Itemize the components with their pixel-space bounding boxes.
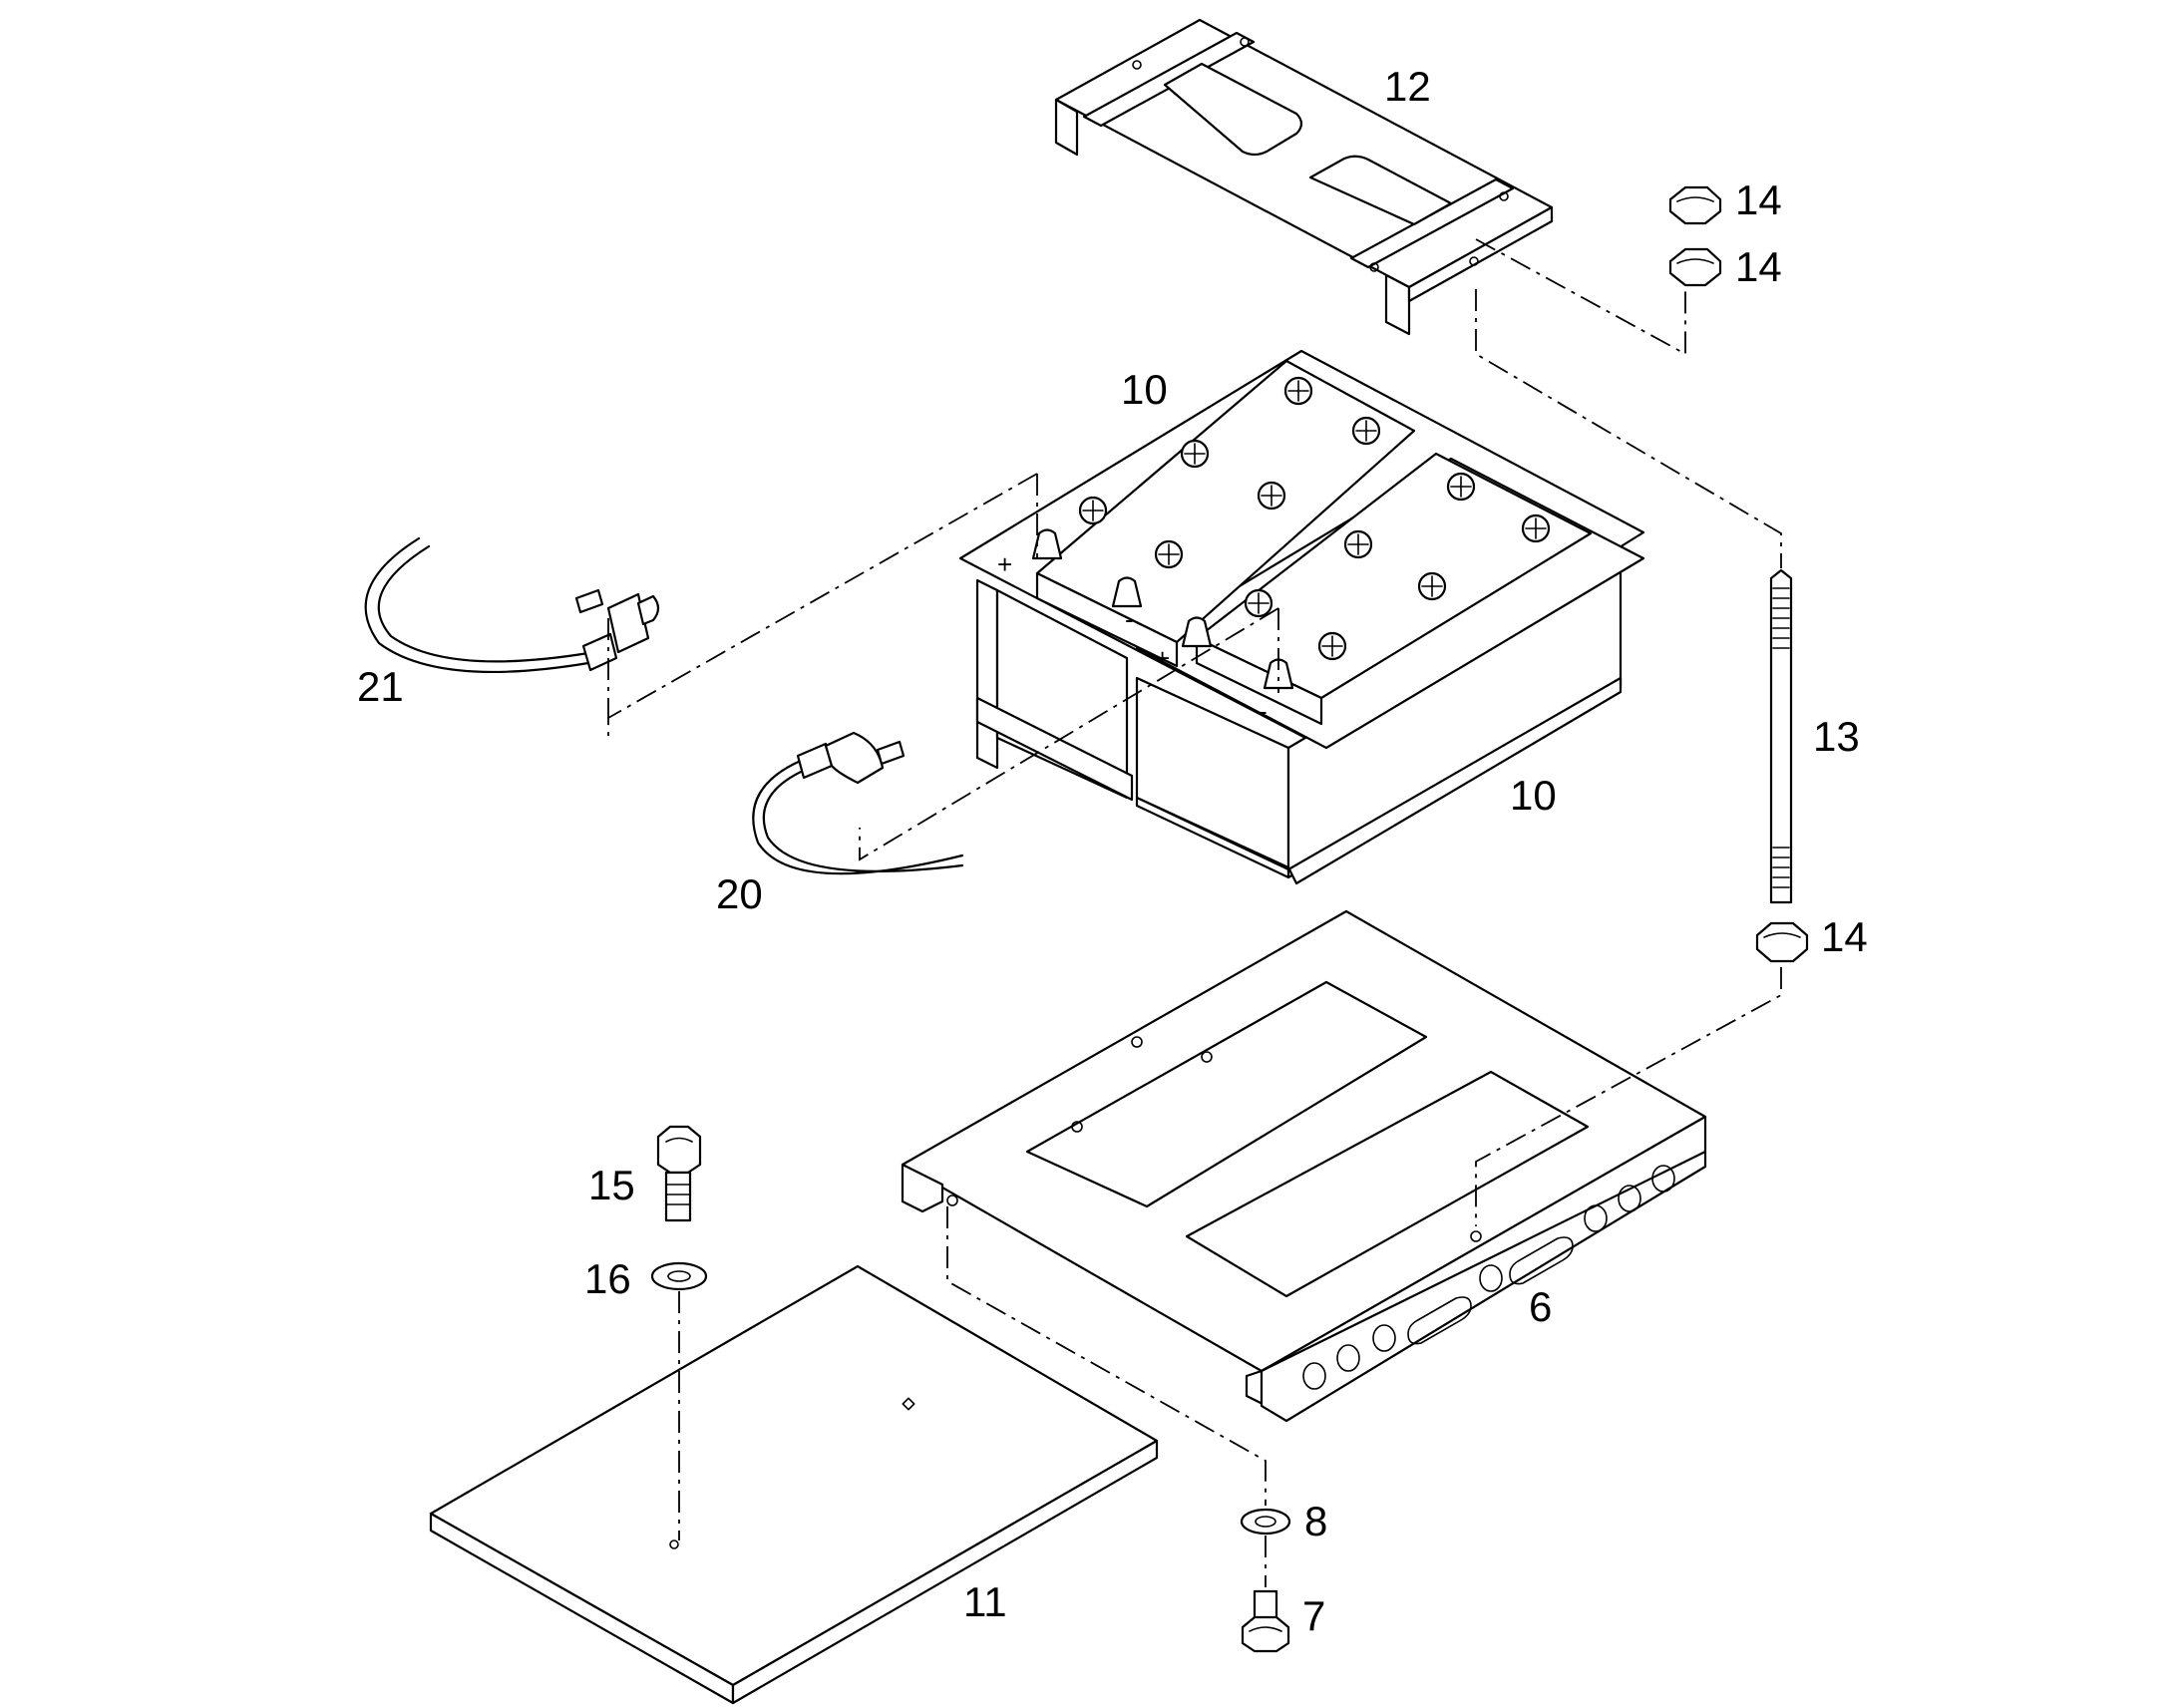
callout-12: 12 [1384,63,1431,110]
part-8-washer [1240,1508,1291,1536]
part-16-washer [650,1261,708,1291]
part-12-hold-down-bracket [1054,18,1554,336]
callout-13: 13 [1813,713,1860,760]
callout-6: 6 [1529,1283,1553,1330]
terminal-sign-plus-front: + [1155,643,1171,673]
callout-11: 11 [963,1578,1007,1625]
assembly-centerlines [607,238,1782,1587]
callout-20: 20 [716,870,763,917]
callout-14-upper: 14 [1735,176,1782,223]
terminal-sign-minus-rear: - [1125,604,1134,634]
callout-21: 21 [357,663,404,710]
callout-16: 16 [584,1255,631,1302]
callout-14-lower: 14 [1821,913,1868,960]
callout-7: 7 [1302,1592,1326,1639]
part-20-cable [752,731,964,875]
part-11-base-plate [429,1264,1159,1705]
part-7-bolt [1241,1589,1290,1653]
part-6-battery-tray [901,909,1707,1423]
callout-15: 15 [588,1162,635,1208]
vent-caps [1078,376,1551,661]
part-15-bolt [656,1125,702,1222]
part-14-nuts [1668,185,1809,963]
part-10-batteries [958,349,1645,885]
callout-10-rear: 10 [1121,366,1168,413]
callout-14-middle: 14 [1735,243,1782,290]
callout-8: 8 [1304,1498,1328,1544]
part-21-cable [364,536,660,673]
terminal-posts [1031,528,1294,690]
tray-side-holes [1302,1165,1675,1390]
terminal-sign-minus-front: - [1259,696,1268,726]
callout-10-front: 10 [1510,772,1557,819]
part-13-stud [1769,568,1793,904]
terminal-sign-plus-rear: + [997,549,1013,579]
